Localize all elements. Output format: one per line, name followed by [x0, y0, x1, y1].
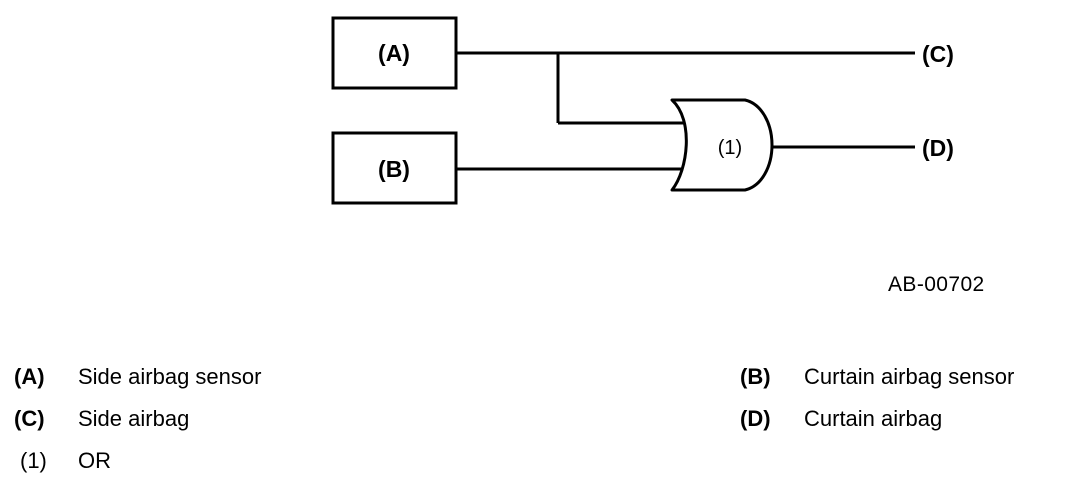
reference-code: AB-00702	[888, 273, 985, 296]
legend-key-1: (1)	[20, 448, 47, 473]
legend-key-c: (C)	[14, 406, 45, 431]
block-a-box	[331, 16, 458, 90]
or-gate-shape	[670, 98, 774, 192]
block-b-box	[331, 131, 458, 205]
legend-desc-b: Curtain airbag sensor	[804, 364, 1015, 389]
legend-row-b: (B) Curtain airbag sensor	[740, 362, 1014, 392]
legend-desc-a: Side airbag sensor	[78, 364, 262, 389]
legend-desc-c: Side airbag	[78, 406, 190, 431]
legend-row-d: (D) Curtain airbag	[740, 404, 942, 434]
legend-key-d: (D)	[740, 406, 771, 431]
legend-desc-d: Curtain airbag	[804, 406, 943, 431]
legend-key-b: (B)	[740, 364, 771, 389]
legend-row-a: (A) Side airbag sensor	[14, 362, 261, 392]
legend-row-c: (C) Side airbag	[14, 404, 189, 434]
legend-row-1: (1) OR	[14, 446, 111, 476]
block-a-label: (A)	[378, 40, 410, 66]
or-gate-label: (1)	[718, 137, 742, 159]
output-d-label: (D)	[922, 135, 954, 161]
output-c-label: (C)	[922, 41, 954, 67]
block-b-label: (B)	[378, 156, 410, 182]
legend-desc-1: OR	[78, 448, 111, 473]
legend-key-a: (A)	[14, 364, 45, 389]
